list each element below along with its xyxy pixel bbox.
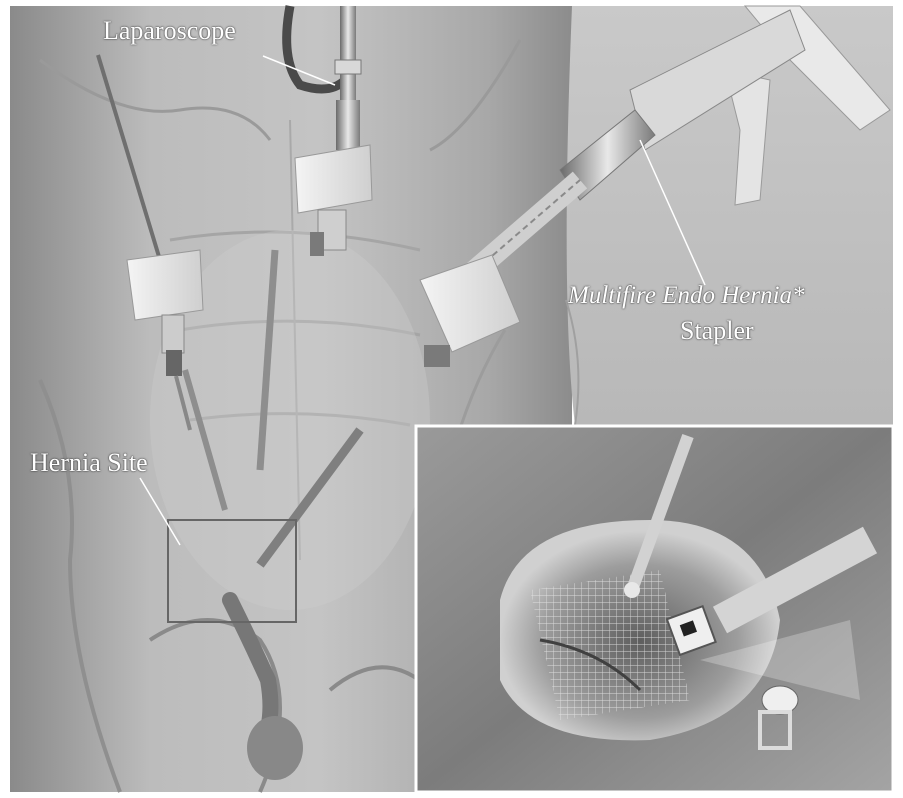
multifire-endo-hernia-label: Multifire Endo Hernia*	[568, 282, 805, 310]
inset-panel	[416, 426, 893, 792]
stapler-label: Stapler	[680, 316, 754, 346]
hernia-site-label: Hernia Site	[30, 448, 148, 478]
laparoscope-label: Laparoscope	[103, 16, 236, 46]
